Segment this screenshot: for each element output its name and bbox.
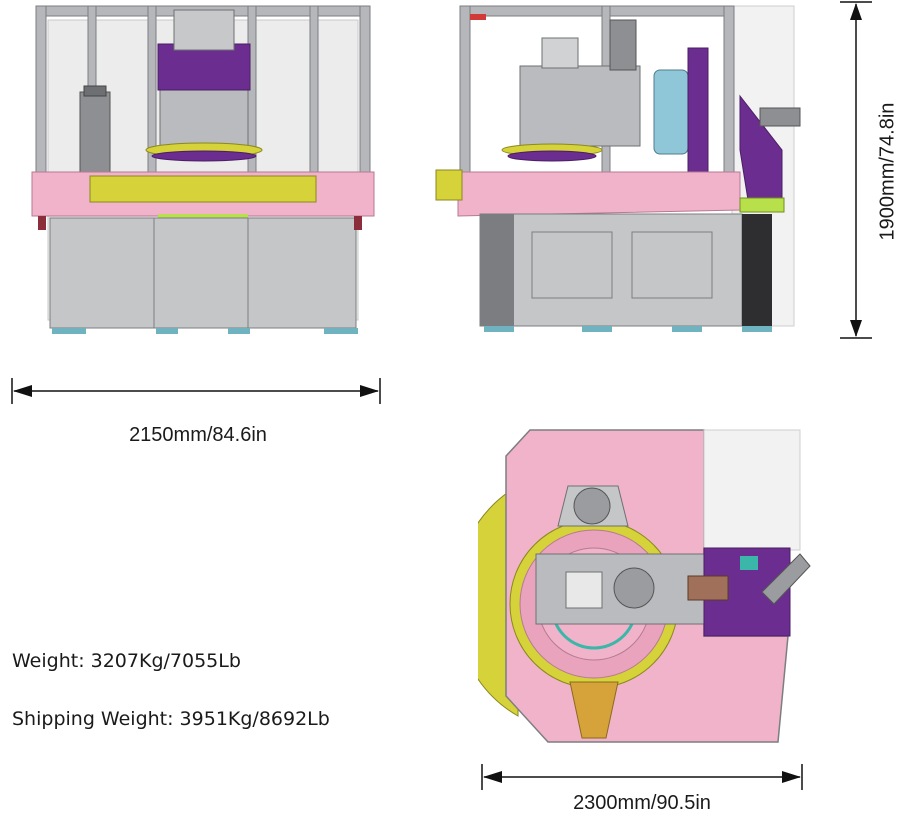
side-foot [672,326,702,332]
front-frame-post [309,5,319,177]
side-spindle-motor [609,19,637,71]
front-view [31,5,375,334]
side-base-cabinet [479,213,743,327]
side-purple-arm [687,47,709,179]
side-spindle-head [519,65,641,147]
top-funnel [569,681,619,739]
side-black-panel [742,214,772,326]
top-brown-arm [687,575,729,601]
front-side-knob [354,216,362,230]
front-green-strip [158,214,248,220]
side-turntable-ring [507,150,597,162]
width-dimension-line [11,378,381,404]
side-spindle-motor [541,37,579,69]
shipping-weight-label: Shipping Weight: 3951Kg/8692Lb [12,708,330,730]
top-nozzle [761,553,811,605]
side-red-marker [470,14,486,20]
side-vents [531,231,713,299]
front-frame-post [35,5,47,177]
weight-label: Weight: 3207Kg/7055Lb [12,650,241,672]
front-foot [324,328,358,334]
front-foot [52,328,86,334]
top-view [478,429,811,743]
depth-dimension-label: 2300mm/90.5in [573,792,711,814]
side-green-strip [739,197,785,213]
side-frame-post [459,5,471,177]
side-nozzle [759,107,801,127]
side-pink-body [457,171,741,217]
top-motor [573,487,611,525]
width-dimension-label: 2150mm/84.6in [129,424,267,446]
top-square-opening [565,571,603,609]
front-base-cabinet [49,217,357,329]
front-spindle-top [157,43,251,91]
side-foot [484,326,514,332]
side-view [435,5,801,332]
front-frame-post [359,5,371,177]
side-top-frame [459,5,735,17]
height-dimension-label: 1900mm/74.8in [876,102,899,241]
top-white-cabinet [703,429,801,551]
front-yellow-plate [89,175,317,203]
front-side-knob [38,216,46,230]
side-frame-post [723,5,735,177]
side-foot [742,326,772,332]
side-dark-column [480,214,514,326]
side-foot [582,326,612,332]
depth-dimension-line [481,764,803,790]
front-left-motor-cap [83,85,107,97]
front-spindle-body [159,87,249,147]
side-cylinder [653,69,689,155]
top-green-part [740,556,758,570]
top-spindle [613,567,655,609]
front-foot [228,328,250,334]
height-dimension-line [840,1,872,339]
side-yellow-block [435,169,463,201]
front-left-motor [79,91,111,173]
front-spindle-motor [173,9,235,51]
front-foot [156,328,178,334]
front-turntable-ring [151,150,257,162]
